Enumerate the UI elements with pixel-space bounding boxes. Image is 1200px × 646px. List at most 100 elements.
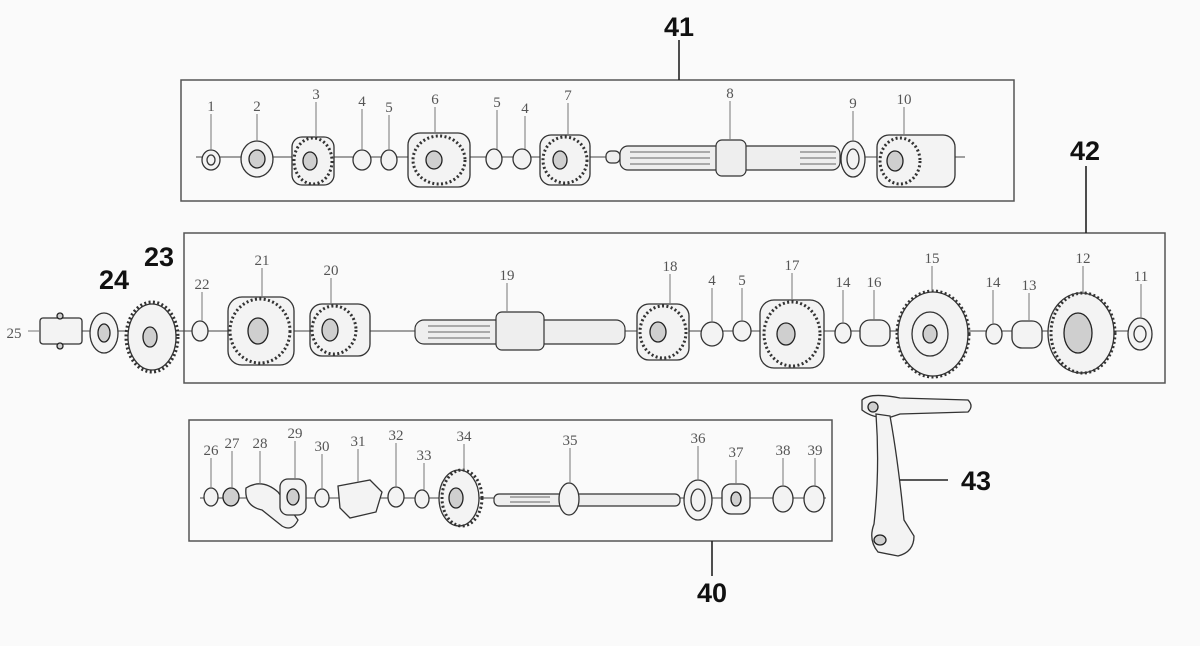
part-20-teeth xyxy=(310,304,358,356)
part-34-hub xyxy=(448,487,464,509)
part-label-37: 37 xyxy=(729,445,745,461)
part-label-9: 9 xyxy=(849,96,857,112)
part-label-18: 18 xyxy=(663,259,678,275)
part-32-ring xyxy=(387,486,405,508)
part-label-7: 7 xyxy=(564,88,572,104)
part-3-hub xyxy=(302,151,318,171)
part-14-ring xyxy=(834,322,852,344)
part-4b-ring xyxy=(512,148,532,170)
part-13-bushing xyxy=(1011,320,1043,349)
group-42-label: 42 xyxy=(1070,136,1100,166)
part-label-27: 27 xyxy=(225,436,241,452)
part-3-teeth xyxy=(292,136,334,186)
part-label-38: 38 xyxy=(776,443,791,459)
part-label-13: 13 xyxy=(1022,278,1037,294)
sprocket-label: 23 xyxy=(144,242,174,272)
part-29-hub xyxy=(286,488,300,506)
bottom-row-leaders xyxy=(210,441,816,490)
bolt-label: 25 xyxy=(7,326,22,342)
part-17-teeth xyxy=(762,300,822,368)
part-25-bolt xyxy=(28,312,83,350)
group-40-label: 40 xyxy=(697,578,727,608)
part-label-8: 8 xyxy=(726,86,734,102)
part-43-kick-lever xyxy=(861,394,972,557)
part-15-hub xyxy=(922,324,938,344)
part-label-22: 22 xyxy=(195,277,210,293)
part-28-lever xyxy=(245,483,299,529)
part-10-gear xyxy=(876,134,956,188)
part-4c-ring xyxy=(700,321,724,347)
part-label-1: 1 xyxy=(207,99,215,115)
part-label-2: 2 xyxy=(253,99,261,115)
part-19-shaft xyxy=(414,311,626,351)
part-label-11: 11 xyxy=(1134,269,1148,285)
part-11-hole xyxy=(1133,325,1147,343)
part-label-17: 17 xyxy=(785,258,801,274)
part-label-34: 34 xyxy=(457,429,473,445)
part-18-hub xyxy=(649,321,667,343)
part-26-ring xyxy=(203,487,219,507)
part-6-hub xyxy=(425,150,443,170)
part-36-inner xyxy=(690,488,706,512)
part-33-ring xyxy=(414,489,430,509)
part-label-31: 31 xyxy=(351,434,366,450)
part-label-16: 16 xyxy=(867,275,883,291)
part-6-teeth xyxy=(411,134,467,186)
group-42-frame xyxy=(183,232,1166,384)
part-5-ring xyxy=(380,149,398,171)
part-label-39: 39 xyxy=(808,443,823,459)
part-10-teeth xyxy=(878,136,922,186)
part-21-hub xyxy=(247,317,269,345)
part-12-hub xyxy=(1063,312,1093,354)
part-35-shaft xyxy=(493,482,681,516)
top-row-leaders xyxy=(210,101,905,150)
part-label-36: 36 xyxy=(691,431,707,447)
part-label-6: 6 xyxy=(431,92,439,108)
group-40-frame xyxy=(188,419,833,542)
middle-row-leaders xyxy=(201,266,1142,324)
part-8-shaft xyxy=(605,139,841,177)
part-30-ring xyxy=(314,488,330,508)
part-label-4c: 4 xyxy=(708,273,716,289)
part-22-washer xyxy=(191,320,209,342)
part-label-15: 15 xyxy=(925,251,940,267)
part-label-14: 14 xyxy=(836,275,852,291)
part-label-30: 30 xyxy=(315,439,330,455)
part-15-teeth xyxy=(895,289,971,379)
part-23-teeth xyxy=(124,300,180,374)
part-9-hole xyxy=(846,148,860,170)
part-label-12: 12 xyxy=(1076,251,1091,267)
part-label-5b: 5 xyxy=(493,95,501,111)
part-20-hub xyxy=(321,318,339,342)
part-label-19: 19 xyxy=(500,268,515,284)
part-7-teeth xyxy=(541,135,589,185)
part-23-hub xyxy=(142,326,158,348)
part-label-32: 32 xyxy=(389,428,404,444)
part-label-10: 10 xyxy=(897,92,912,108)
part-20-gear xyxy=(309,303,371,357)
part-24-hole xyxy=(97,323,111,343)
part-7-hub xyxy=(552,150,568,170)
sprocket-plate-label: 24 xyxy=(99,265,129,295)
part-21-teeth xyxy=(228,297,292,365)
part-16-bushing xyxy=(859,319,891,347)
part-label-29: 29 xyxy=(288,426,303,442)
part-label-26: 26 xyxy=(204,443,220,459)
part-label-4: 4 xyxy=(358,94,366,110)
part-37-hub xyxy=(730,491,742,507)
part-38-washer xyxy=(772,485,794,513)
part-1-hole xyxy=(206,154,216,166)
part-2-race xyxy=(248,149,266,169)
part-label-28: 28 xyxy=(253,436,268,452)
part-5b-ring xyxy=(485,148,503,170)
group-41-label: 41 xyxy=(664,12,694,42)
part-17-hub xyxy=(776,322,796,346)
group-41-frame xyxy=(180,79,1015,202)
part-label-5: 5 xyxy=(385,100,393,116)
part-label-21: 21 xyxy=(255,253,270,269)
part-label-33: 33 xyxy=(417,448,432,464)
part-14b-ring xyxy=(985,323,1003,345)
group-43-label: 43 xyxy=(961,466,991,496)
part-label-20: 20 xyxy=(324,263,339,279)
